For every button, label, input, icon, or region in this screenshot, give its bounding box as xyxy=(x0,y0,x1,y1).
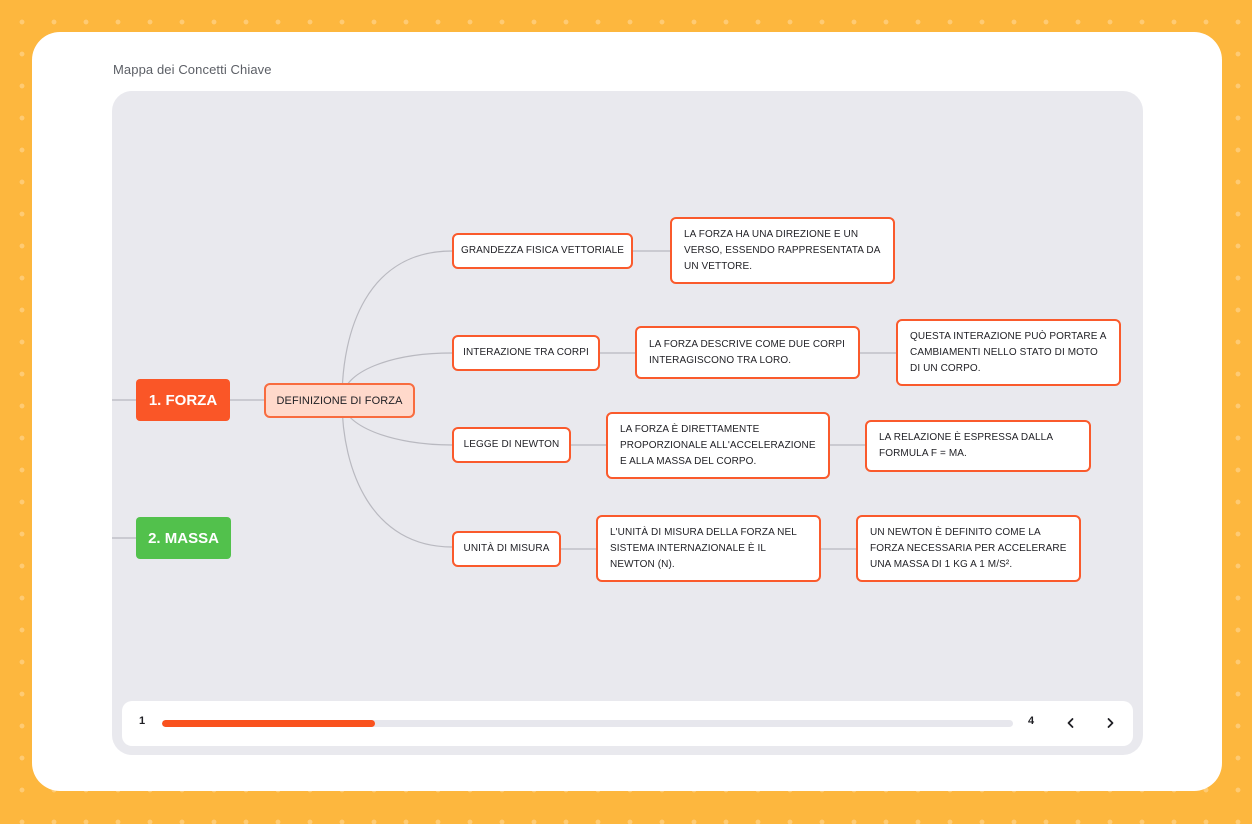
chevron-left-icon xyxy=(1067,718,1074,728)
node-grandezza-fisica-vettoriale[interactable]: GRANDEZZA FISICA VETTORIALE xyxy=(452,233,633,269)
chevron-right-icon xyxy=(1107,718,1114,728)
map-canvas[interactable]: 1. FORZA 2. MASSA DEFINIZIONE DI FORZA G… xyxy=(112,91,1143,755)
connector-branch-1 xyxy=(341,250,453,401)
node-legge-di-newton[interactable]: LEGGE DI NEWTON xyxy=(452,427,571,463)
pager-current-page: 1 xyxy=(139,715,146,727)
pager-prev-button[interactable] xyxy=(1060,712,1082,734)
content-card: Mappa dei Concetti Chiave xyxy=(32,32,1222,791)
page-title: Mappa dei Concetti Chiave xyxy=(113,62,272,77)
node-interazione-tra-corpi[interactable]: INTERAZIONE TRA CORPI xyxy=(452,335,600,371)
connector-branch-4 xyxy=(341,399,453,548)
node-detail-3-1[interactable]: LA FORZA È DIRETTAMENTE PROPORZIONALE AL… xyxy=(606,412,830,479)
node-detail-3-2[interactable]: LA RELAZIONE È ESPRESSA DALLA FORMULA F … xyxy=(865,420,1091,472)
node-definizione-di-forza[interactable]: DEFINIZIONE DI FORZA xyxy=(264,383,415,418)
node-detail-4-2[interactable]: UN NEWTON È DEFINITO COME LA FORZA NECES… xyxy=(856,515,1081,582)
pager-next-button[interactable] xyxy=(1099,712,1121,734)
node-detail-1-1[interactable]: LA FORZA HA UNA DIREZIONE E UN VERSO, ES… xyxy=(670,217,895,284)
node-detail-2-1[interactable]: LA FORZA DESCRIVE COME DUE CORPI INTERAG… xyxy=(635,326,860,379)
topic-forza[interactable]: 1. FORZA xyxy=(136,379,230,421)
concept-map[interactable]: 1. FORZA 2. MASSA DEFINIZIONE DI FORZA G… xyxy=(112,91,1143,755)
node-detail-4-1[interactable]: L'UNITÀ DI MISURA DELLA FORZA NEL SISTEM… xyxy=(596,515,821,582)
pager-total-pages: 4 xyxy=(1028,715,1035,727)
topic-massa[interactable]: 2. MASSA xyxy=(136,517,231,559)
node-unita-di-misura[interactable]: UNITÀ DI MISURA xyxy=(452,531,561,567)
pager-progress-track[interactable] xyxy=(162,720,1013,727)
pager-progress-fill xyxy=(162,720,375,727)
pager-bar: 1 4 xyxy=(122,701,1133,746)
node-detail-2-2[interactable]: QUESTA INTERAZIONE PUÒ PORTARE A CAMBIAM… xyxy=(896,319,1121,386)
